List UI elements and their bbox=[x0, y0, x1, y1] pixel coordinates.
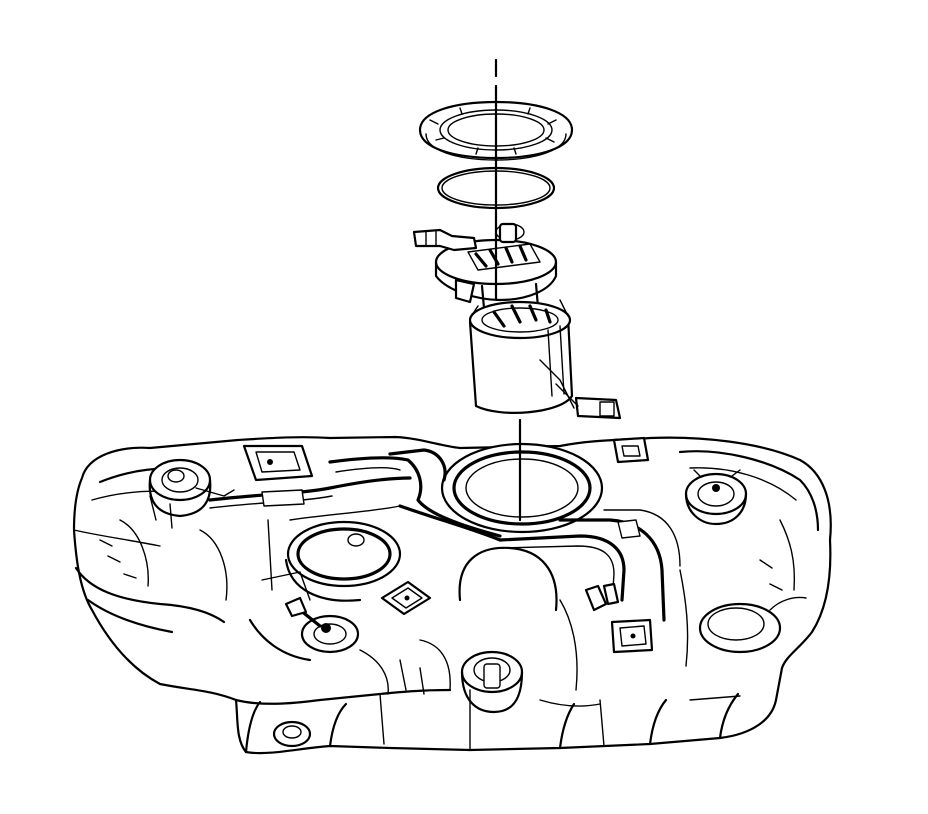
center-drain-plug bbox=[458, 546, 558, 714]
vent-mount-right bbox=[612, 436, 650, 539]
tank-fuel-lines bbox=[208, 448, 681, 622]
left-sender-boss bbox=[148, 458, 235, 518]
lower-left-clip bbox=[272, 720, 312, 748]
right-sender-boss bbox=[684, 469, 748, 526]
fuel-pump-module bbox=[412, 222, 622, 420]
center-oval-sump bbox=[284, 520, 402, 602]
alignment-centerline bbox=[494, 58, 522, 522]
mount-pad-right bbox=[610, 618, 654, 654]
fuel-tank bbox=[72, 435, 832, 755]
mount-pad-center bbox=[380, 580, 432, 616]
vent-mount-left bbox=[242, 444, 314, 482]
lower-left-fitting bbox=[248, 489, 360, 662]
tank-contour-detail bbox=[99, 495, 796, 707]
right-bowl bbox=[698, 596, 807, 654]
tank-module-opening bbox=[440, 442, 604, 534]
